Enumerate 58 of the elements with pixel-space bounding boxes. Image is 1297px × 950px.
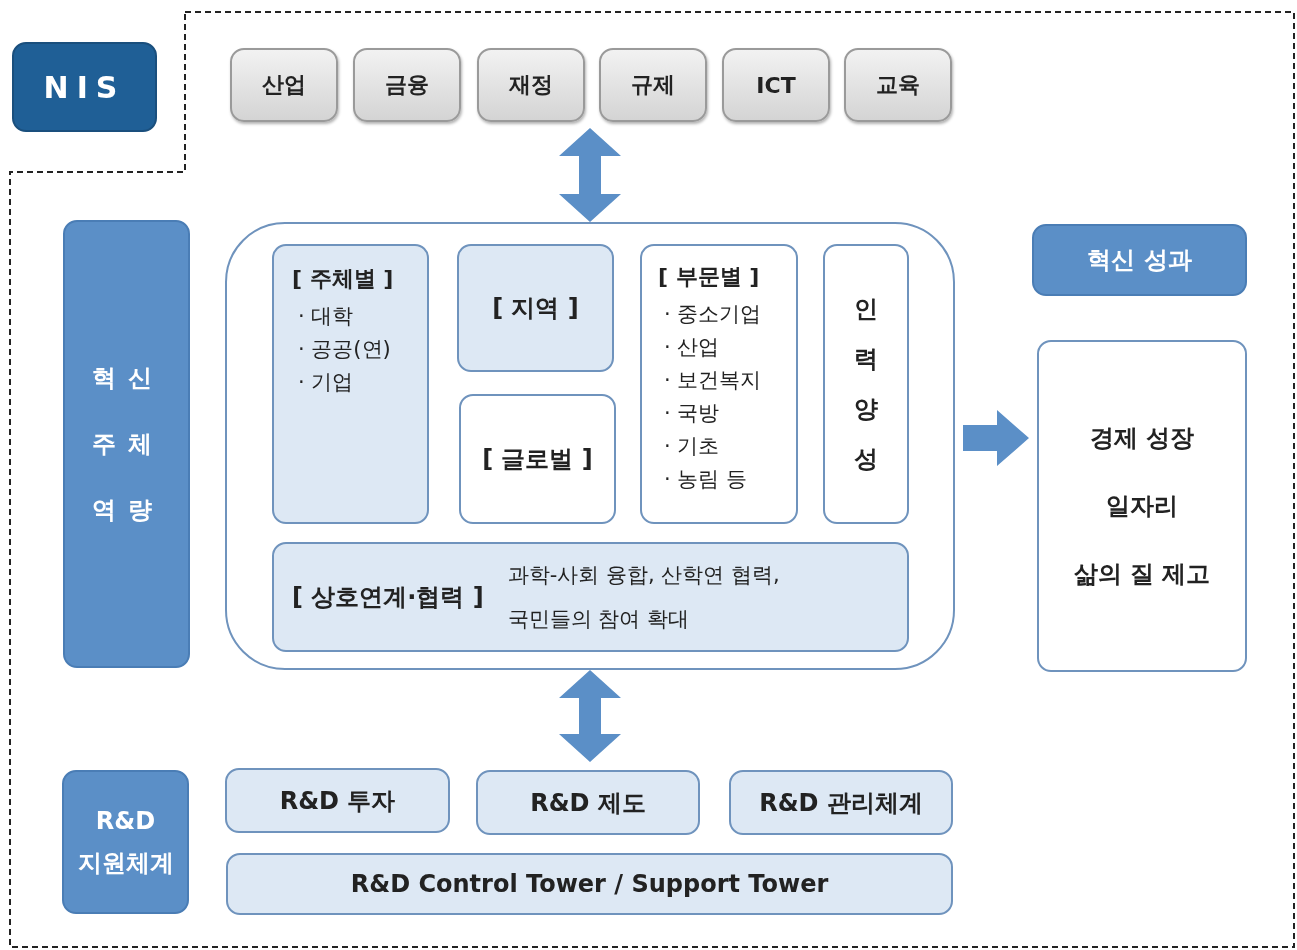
- label: 규제: [631, 71, 675, 99]
- label: 금융: [385, 71, 429, 99]
- label: R&D 지원체계: [76, 806, 175, 879]
- heading: [ 상호연계·협력 ]: [292, 582, 484, 613]
- rounded-box: [226, 853, 953, 915]
- category-tab: [353, 48, 461, 122]
- rounded-box: [1037, 340, 1247, 672]
- label: 산업: [262, 71, 306, 99]
- heading: [ 주체별 ]: [292, 265, 394, 293]
- list-item: · 농림 등: [664, 466, 748, 493]
- heading: 경제 성장: [1089, 423, 1195, 454]
- block-arrow: [559, 670, 621, 762]
- list-item: · 산업: [664, 334, 720, 361]
- label: 일자리: [1106, 491, 1178, 522]
- label: [ 지역 ]: [492, 293, 579, 324]
- list-item: · 기업: [298, 369, 354, 396]
- label: 혁신 주체 역량: [91, 363, 162, 526]
- list-item: · 보건복지: [664, 367, 762, 394]
- rounded-box: [457, 244, 614, 372]
- label: ICT: [756, 72, 796, 98]
- label: 교육: [876, 71, 920, 99]
- block-arrow: [963, 410, 1029, 466]
- label: 인력양성: [853, 294, 879, 475]
- list-item: · 대학: [298, 303, 354, 330]
- label: R&D Control Tower / Support Tower: [350, 870, 829, 898]
- rounded-box: [729, 770, 953, 835]
- rounded-box: [225, 768, 450, 833]
- category-tab: [599, 48, 707, 122]
- rounded-box: [272, 244, 429, 524]
- rounded-box: [459, 394, 616, 524]
- list-item: · 기초: [664, 433, 720, 460]
- label: 삶의 질 제고: [1073, 559, 1211, 590]
- label: [ 글로벌 ]: [482, 444, 593, 475]
- category-tab: [844, 48, 952, 122]
- category-tab: [477, 48, 585, 122]
- category-tab: [230, 48, 338, 122]
- header-box: [1032, 224, 1247, 296]
- label: 재정: [509, 71, 553, 99]
- list-item: · 공공(연): [298, 336, 391, 363]
- block-arrow: [559, 128, 621, 222]
- rounded-box: [272, 542, 909, 652]
- rounded-box: [476, 770, 700, 835]
- rounded-box: [823, 244, 909, 524]
- category-tab: [722, 48, 830, 122]
- heading: [ 부문별 ]: [658, 263, 760, 291]
- list-item: · 국방: [664, 400, 720, 427]
- label: 혁신 성과: [1087, 245, 1192, 276]
- label: NIS: [43, 69, 126, 105]
- side-panel: [62, 770, 189, 914]
- side-panel: [63, 220, 190, 668]
- label: R&D 제도: [530, 787, 646, 819]
- label: R&D 관리체계: [759, 787, 923, 819]
- label: R&D 투자: [279, 785, 396, 817]
- title-badge: [12, 42, 157, 132]
- container-frame: [225, 222, 955, 670]
- label: 과학-사회 융합, 산학연 협력, 국민들의 참여 확대: [507, 562, 781, 633]
- rounded-box: [640, 244, 798, 524]
- list-item: · 중소기업: [664, 301, 762, 328]
